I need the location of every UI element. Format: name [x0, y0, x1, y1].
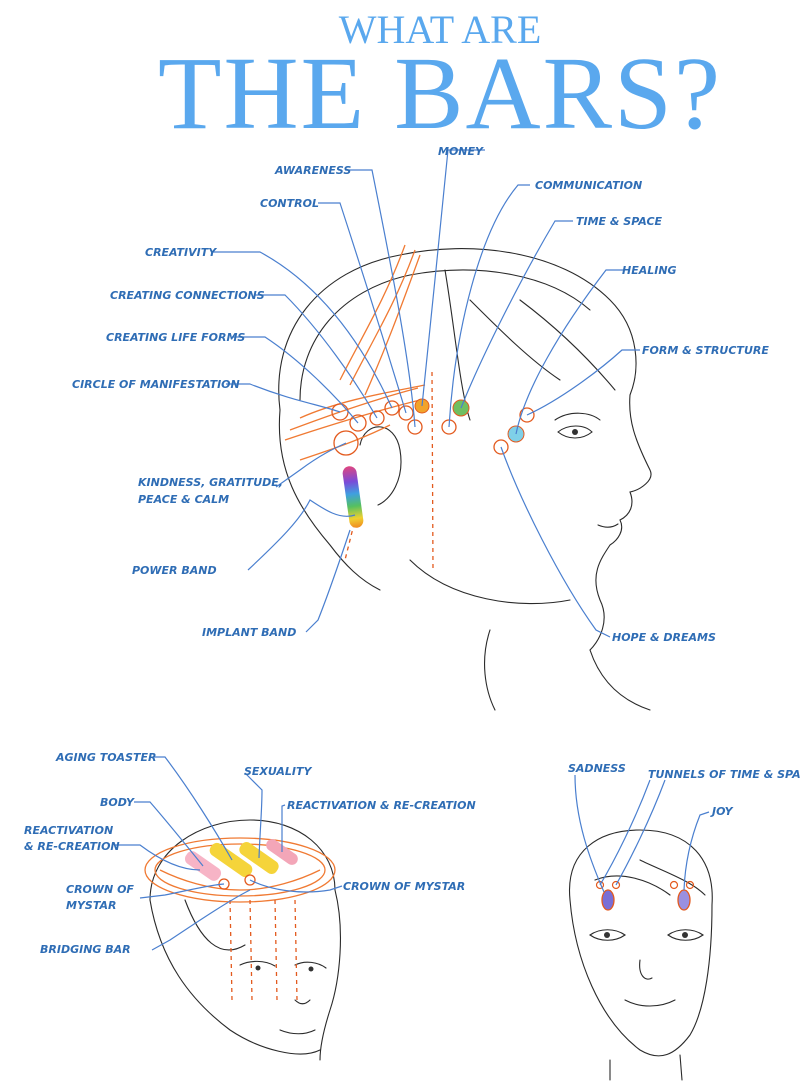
point-sadness	[601, 889, 615, 911]
bar-aging-toaster	[209, 842, 253, 878]
label-power-band: POWER BAND	[132, 564, 217, 577]
top-head-labels: AGING TOASTER SEXUALITY BODY REACTIVATIO…	[24, 751, 476, 956]
label-form-structure: FORM & STRUCTURE	[642, 344, 769, 357]
point-joy	[677, 889, 691, 911]
title-line-2: THE BARS?	[158, 36, 722, 151]
point-creating-connections	[369, 410, 385, 426]
front-head-leaders	[574, 774, 710, 893]
label-creating-connections: CREATING CONNECTIONS	[110, 289, 265, 302]
label-crown-left-2: MYSTAR	[66, 899, 116, 912]
side-head-leaders	[212, 149, 640, 638]
top-head-leaders	[114, 756, 343, 951]
label-reactivation-left-2: & RE-CREATION	[24, 840, 120, 853]
point-creating-life-forms	[349, 414, 367, 432]
side-head-labels: MONEY AWARENESS COMMUNICATION CONTROL TI…	[72, 145, 769, 644]
label-sexuality: SEXUALITY	[244, 765, 312, 778]
title-line-1: WHAT ARE	[338, 7, 542, 52]
label-bridging-bar: BRIDGING BAR	[40, 943, 131, 956]
label-joy: JOY	[710, 805, 734, 818]
side-head-sketch	[278, 248, 652, 711]
label-body: BODY	[100, 796, 135, 809]
label-sadness: SADNESS	[568, 762, 626, 775]
label-creativity: CREATIVITY	[145, 246, 217, 259]
label-control: CONTROL	[260, 197, 319, 210]
label-crown-right: CROWN OF MYSTAR	[343, 880, 465, 893]
point-control	[398, 405, 414, 421]
label-circle-manifestation: CIRCLE OF MANIFESTATION	[72, 378, 240, 391]
point-hope-dreams	[493, 439, 509, 455]
front-head-sketch	[569, 829, 713, 1081]
front-head-labels: SADNESS TUNNELS OF TIME & SPAC JOY	[568, 762, 800, 818]
label-implant-band: IMPLANT BAND	[202, 626, 296, 639]
label-creating-life-forms: CREATING LIFE FORMS	[106, 331, 245, 344]
label-tunnels: TUNNELS OF TIME & SPAC	[648, 768, 800, 781]
point-form-structure	[519, 407, 535, 423]
label-aging-toaster: AGING TOASTER	[55, 751, 156, 764]
rainbow-implant-band	[342, 466, 364, 528]
point-creativity	[384, 400, 400, 416]
label-crown-left-1: CROWN OF	[66, 883, 134, 896]
label-healing: HEALING	[622, 264, 677, 277]
label-kindness-2: PEACE & CALM	[138, 493, 229, 506]
side-head-bar-lines	[284, 244, 434, 571]
label-reactivation-right: REACTIVATION & RE-CREATION	[287, 799, 476, 812]
front-head-points	[595, 880, 695, 911]
label-reactivation-left-1: REACTIVATION	[24, 824, 113, 837]
top-head-bars	[144, 837, 336, 1001]
label-awareness: AWARENESS	[274, 164, 351, 177]
point-kindness	[333, 430, 359, 456]
label-money: MONEY	[438, 145, 484, 158]
label-time-space: TIME & SPACE	[576, 215, 663, 228]
label-hope-dreams: HOPE & DREAMS	[612, 631, 716, 644]
label-communication: COMMUNICATION	[535, 179, 642, 192]
label-kindness-1: KINDNESS, GRATITUDE,	[138, 476, 283, 489]
